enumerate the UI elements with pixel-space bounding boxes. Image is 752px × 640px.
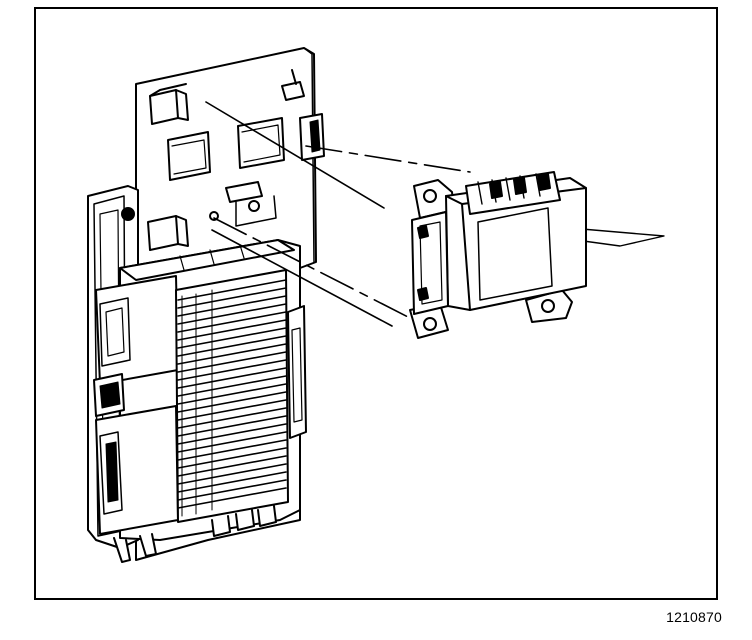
figure-number: 1210870 <box>666 609 722 625</box>
alignment-lines <box>205 101 665 327</box>
control-module <box>87 185 307 563</box>
connector <box>465 171 561 215</box>
sensing-module <box>409 177 587 339</box>
